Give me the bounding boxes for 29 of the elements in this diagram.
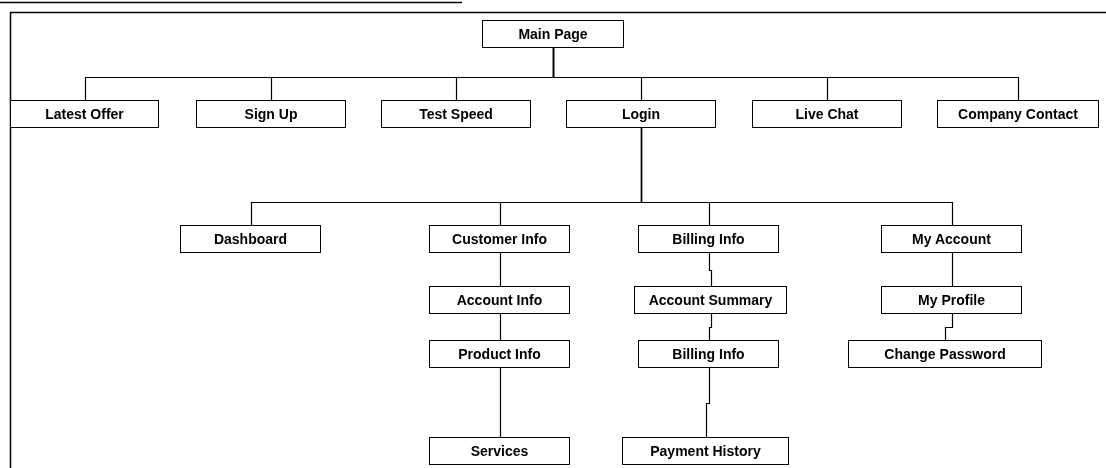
connector-line (951, 252, 954, 287)
page-box: Main Page (482, 20, 624, 48)
page-box: Dashboard (180, 225, 321, 253)
page-box: Live Chat (752, 100, 902, 128)
page-box: Latest Offer (10, 100, 159, 128)
page-box: My Profile (881, 286, 1022, 314)
page-box: Login (566, 100, 716, 128)
page-box: Company Contact (937, 100, 1099, 128)
connector-line (708, 313, 713, 341)
page-box: Payment History (622, 437, 789, 465)
connector-line (708, 252, 713, 287)
page-box: Change Password (848, 340, 1042, 368)
connector-line (640, 127, 954, 226)
page-box: Account Summary (634, 286, 787, 314)
connector-line (552, 47, 1020, 101)
page-box: Sign Up (196, 100, 346, 128)
page-box: Billing Info (638, 225, 779, 253)
page-box: Services (429, 437, 570, 465)
connector-line (499, 313, 502, 341)
page-box: Product Info (429, 340, 570, 368)
connector-line (499, 367, 502, 438)
page-box: Billing Info (638, 340, 779, 368)
page-box: Test Speed (381, 100, 531, 128)
page-box: Account Info (429, 286, 570, 314)
page-box: My Account (881, 225, 1022, 253)
connector-line (944, 313, 954, 341)
page-box: Customer Info (429, 225, 570, 253)
connector-line (499, 252, 502, 287)
connector-line (705, 367, 711, 438)
